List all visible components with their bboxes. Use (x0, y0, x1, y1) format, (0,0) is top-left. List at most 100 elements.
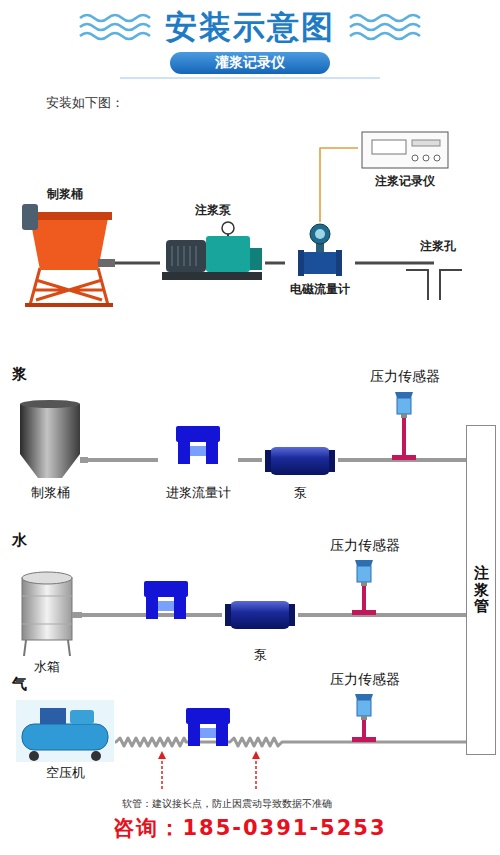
water-tank-node: 水箱 (12, 566, 82, 676)
wave-line (350, 33, 420, 39)
label-wrap: 咨询：185-0391-5253 (0, 814, 500, 842)
sensor-head (395, 392, 413, 398)
flowmeter-leg (174, 597, 186, 619)
flowmeter-flange (336, 250, 342, 276)
sensor-neck (361, 582, 367, 586)
tank-dome (22, 572, 72, 584)
flowmeter-tube (302, 252, 338, 274)
page-title: 安装示意图 (165, 6, 335, 50)
node-label: 注浆记录仪 (375, 173, 435, 190)
tank-body (20, 404, 80, 454)
pump-flange (329, 450, 335, 472)
mixer-illustration (22, 204, 115, 307)
mixer-rim (26, 212, 112, 220)
flowmeter-node: 电磁流量计 (285, 222, 355, 298)
flowmeter-top (144, 581, 188, 597)
flowmeter-node: 进浆流量计 (158, 424, 238, 502)
node-label: 空压机 (46, 764, 85, 782)
recorder-illustration (362, 132, 448, 168)
node-label: 进浆流量计 (166, 484, 231, 502)
compressor-node: 空压机 (15, 700, 115, 782)
pump-head (250, 248, 262, 270)
pressure-gauge (222, 222, 234, 234)
flowmeter-leg (188, 724, 200, 746)
subtitle-band: 灌浆记录仪 (170, 52, 330, 74)
node-label: 制浆桶 (31, 484, 70, 502)
pointer-head (252, 751, 260, 759)
pump-flange (265, 450, 271, 472)
node-label: 灌浆记录仪 (215, 54, 285, 72)
node-label: 注浆孔 (420, 238, 456, 255)
mixer-base (25, 303, 113, 307)
flowmeter-flange (298, 250, 304, 276)
pressure-sensor-illustration (392, 392, 416, 460)
wave-line (350, 24, 420, 30)
node-label: 压力传感器 (330, 537, 400, 555)
row-label: 浆 (12, 365, 27, 384)
sensor-stem (362, 586, 366, 611)
pressure-sensor-node: 压力传感器 (362, 368, 448, 438)
slurry-tank-node: 制浆桶 (12, 400, 88, 502)
pump-body (206, 236, 250, 272)
sensor-neck (361, 716, 367, 720)
pressure-sensor-illustration (352, 560, 376, 615)
sensor-stem (362, 720, 366, 738)
motor-fins (172, 246, 196, 266)
compressor-wheel (91, 751, 101, 761)
hose-note: 软管：建议接长点，防止因震动导致数据不准确 (122, 797, 332, 811)
node-label: 电磁流量计 (290, 281, 350, 298)
grout-pump-illustration (162, 222, 262, 280)
flowmeter-head (310, 224, 330, 244)
pump-body (230, 601, 290, 629)
slurry-tank-illustration (20, 400, 88, 478)
wave-line (350, 15, 420, 21)
flowmeter-leg (178, 442, 190, 464)
compressor-head (40, 708, 66, 724)
node-label: 水箱 (34, 658, 60, 676)
flowmeter-leg (146, 597, 158, 619)
recorder-case (362, 132, 448, 168)
wave-line (80, 15, 150, 21)
tank-body (22, 578, 72, 640)
pipe-connector (238, 458, 262, 462)
sensor-head (355, 560, 373, 566)
pressure-sensor-node: 压力传感器 (322, 671, 408, 726)
tank-leg (24, 640, 26, 656)
node-label: 压力传感器 (330, 671, 400, 689)
pipe-connector (298, 613, 466, 617)
pipe-connector (88, 458, 158, 462)
intro-text: 安装如下图： (46, 94, 124, 112)
pressure-sensor-node: 压力传感器 (322, 537, 408, 597)
title-wrap: 安装示意图 (0, 6, 500, 50)
recorder-button (434, 155, 440, 161)
mixer-node: 制浆桶 (15, 186, 115, 308)
contact-text: 咨询：185-0391-5253 (113, 814, 386, 842)
pump-body (270, 447, 330, 475)
recorder-display (372, 140, 406, 154)
mixer-body (30, 218, 108, 270)
flowmeter-illustration (298, 224, 342, 276)
pipe-connector (115, 738, 466, 746)
compressor-ground (16, 700, 114, 762)
node-label: 注浆管 (474, 565, 489, 615)
grout-pipe-box: 注浆管 (466, 425, 496, 755)
pipe-connector (115, 262, 160, 265)
tank-band (22, 624, 72, 625)
compressor-motor (70, 710, 94, 724)
node-label: 泵 (294, 484, 307, 502)
node-label: 压力传感器 (370, 368, 440, 386)
recorder-button (412, 155, 418, 161)
row-label: 气 (12, 675, 27, 694)
connector-group (82, 148, 466, 746)
flowmeter-illustration (144, 581, 188, 619)
label-wrap: 水 (12, 530, 27, 550)
grout-hole-node: 注浆孔 (412, 238, 464, 300)
flowmeter-leg (216, 724, 228, 746)
flowmeter-window (315, 229, 325, 239)
sensor-tee (352, 737, 376, 742)
node-label: 注浆泵 (195, 202, 231, 219)
sensor-head (355, 694, 373, 700)
hose-pointer-arrows (158, 751, 260, 789)
